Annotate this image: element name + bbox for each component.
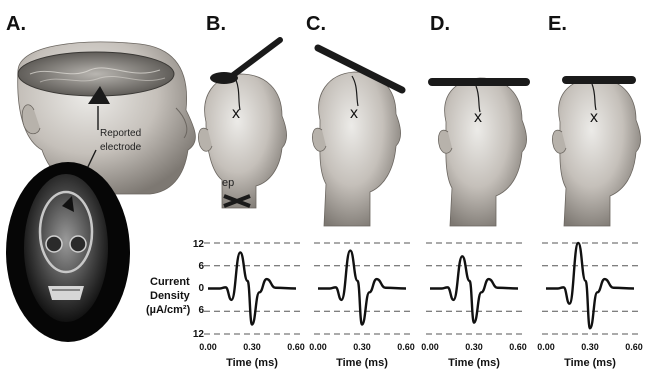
y-tick-labels: 12 6 0 6 12	[193, 239, 205, 340]
x-mark-d: x	[474, 109, 482, 126]
xlabel-4: Time (ms)	[564, 357, 616, 369]
panel-b-letter: B.	[206, 13, 226, 35]
xtick-3-2: 0.60	[509, 342, 527, 352]
panel-c: C. x	[306, 13, 402, 226]
xtick-3-1: 0.30	[465, 342, 483, 352]
panel-d-letter: D.	[430, 13, 450, 35]
ytick-0: 0	[198, 283, 204, 294]
annotation-line2: electrode	[100, 142, 142, 153]
head-b-illustration: ep x	[198, 40, 286, 208]
head-e-illustration: x	[552, 78, 640, 226]
xtick-4-0: 0.00	[537, 342, 555, 352]
ylabel-line1: Current	[150, 276, 190, 288]
xtick-1-2: 0.60	[287, 342, 305, 352]
xtick-1-0: 0.00	[199, 342, 217, 352]
ytick-neg12: 12	[193, 329, 205, 340]
xtick-1-1: 0.30	[243, 342, 261, 352]
x-mark-c: x	[350, 105, 358, 122]
xtick-2-0: 0.00	[309, 342, 327, 352]
ytick-6: 6	[198, 261, 204, 272]
waveform-line-4	[546, 243, 634, 328]
xlabel-1: Time (ms)	[226, 357, 278, 369]
panel-e-letter: E.	[548, 13, 567, 35]
head-d-illustration: x	[432, 78, 527, 226]
waveform-line-1	[208, 252, 296, 324]
ylabel-line3: (µA/cm²)	[146, 304, 191, 316]
waveform-plots: 0.00 0.30 0.60Time (ms) 0.00 0.30 0.60Time (m…	[199, 243, 643, 369]
annotation-line1: Reported	[100, 128, 141, 139]
xlabel-3: Time (ms)	[448, 357, 500, 369]
ytick-neg6: 6	[198, 305, 204, 316]
panel-b: B. ep x	[198, 13, 286, 208]
head-c-illustration: x	[312, 48, 402, 226]
x-mark-e: x	[590, 109, 598, 126]
panel-c-letter: C.	[306, 13, 326, 35]
electrode-handle-top	[232, 40, 280, 76]
xtick-4-2: 0.60	[625, 342, 643, 352]
xtick-3-0: 0.00	[421, 342, 439, 352]
x-mark-b: x	[232, 105, 240, 122]
xtick-2-2: 0.60	[397, 342, 415, 352]
ep-label: ep	[222, 177, 234, 189]
ct-scan-image	[6, 162, 130, 342]
panel-a-letter: A.	[6, 13, 26, 35]
y-axis-label: Current Density (µA/cm²)	[146, 276, 191, 316]
panel-e: E. x	[548, 13, 641, 226]
xtick-2-1: 0.30	[353, 342, 371, 352]
ylabel-line2: Density	[150, 290, 191, 302]
waveform-line-3	[430, 256, 518, 322]
panel-d: D. x	[430, 13, 527, 226]
waveform-line-2	[318, 251, 406, 325]
xlabel-2: Time (ms)	[336, 357, 388, 369]
xtick-4-1: 0.30	[581, 342, 599, 352]
electrode-pad-top	[210, 72, 238, 84]
ytick-12: 12	[193, 239, 205, 250]
exposed-brain	[18, 52, 174, 96]
